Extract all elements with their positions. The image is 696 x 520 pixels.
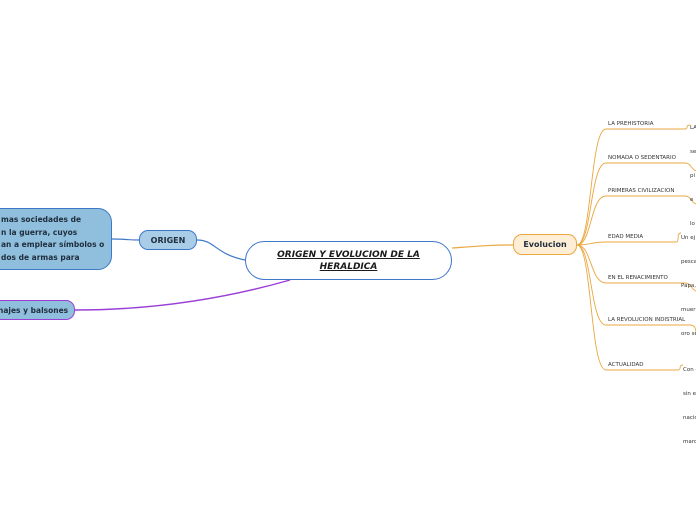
origen-label: ORIGEN xyxy=(150,235,186,245)
note-line: LA xyxy=(690,125,696,131)
link-evolucion-civilizacion xyxy=(576,195,685,246)
central-topic[interactable]: ORIGEN Y EVOLUCION DE LA HERALDICA xyxy=(245,241,452,280)
note-line: e xyxy=(690,197,694,203)
evolucion-topic[interactable]: Evolucion xyxy=(513,234,577,255)
link-evolucion-renacimiento xyxy=(576,244,685,284)
central-topic-label: ORIGEN Y EVOLUCION DE LA HERALDICA xyxy=(277,249,420,272)
personajes-label: najes y balsones xyxy=(0,305,69,315)
note-line: lo xyxy=(690,221,695,227)
subtopic-actualidad[interactable]: ACTUALIDAD xyxy=(608,362,644,368)
subtopic-renacimiento[interactable]: EN EL RENACIMIENTO xyxy=(608,275,668,281)
note-line: Papa, xyxy=(681,283,696,289)
link-note-actualidad xyxy=(677,364,684,371)
subtopic-revolucion[interactable]: LA REVOLUCION INDISTRIAL xyxy=(608,317,686,323)
note-actualidad[interactable]: Con e sin e nacio marc xyxy=(683,350,696,462)
note-line: pi xyxy=(690,173,696,179)
note-line: Un ej xyxy=(681,235,696,241)
link-central-origen xyxy=(196,239,246,261)
link-evolucion-edad-media xyxy=(576,241,676,246)
link-evolucion-prehistoria xyxy=(576,128,685,246)
note-line: sin e xyxy=(683,391,696,397)
link-tail-renacimiento xyxy=(684,282,696,292)
link-evolucion-revolucion xyxy=(576,244,690,326)
origen-detail-line: an a emplear símbolos o xyxy=(1,240,105,249)
note-line: oro se xyxy=(681,331,696,337)
evolucion-label: Evolucion xyxy=(523,240,567,249)
origen-topic[interactable]: ORIGEN xyxy=(139,230,197,250)
link-evolucion-actualidad xyxy=(576,244,678,371)
link-note-prehistoria xyxy=(684,124,691,130)
subtopic-prehistoria[interactable]: LA PREHISTORIA xyxy=(608,121,654,127)
origen-detail-line: n la guerra, cuyos xyxy=(1,227,78,237)
link-central-evolucion xyxy=(451,244,514,249)
link-origen-detail xyxy=(111,238,140,241)
subtopic-nomada[interactable]: NOMADA O SEDENTARIO xyxy=(608,155,676,161)
subtopic-edad-media[interactable]: EDAD MEDIA xyxy=(608,234,644,240)
origen-detail-topic[interactable]: mas sociedades de n la guerra, cuyos an … xyxy=(0,208,112,270)
link-evolucion-nomada xyxy=(576,162,685,246)
note-line: pesca xyxy=(681,259,696,265)
note-line: Con e xyxy=(683,367,696,373)
link-tail-nomada xyxy=(684,162,696,172)
note-edad-media[interactable]: Un ej pesca Papa, muer oro se xyxy=(681,218,696,354)
note-line: muer xyxy=(681,307,696,313)
origen-detail-text: mas sociedades de n la guerra, cuyos an … xyxy=(1,214,104,264)
note-line: se xyxy=(690,149,696,155)
note-line: nacio xyxy=(683,415,696,421)
note-prehistoria[interactable]: LA se pi e lo xyxy=(690,108,696,244)
link-note-edad-media xyxy=(675,232,682,243)
personajes-topic[interactable]: najes y balsones xyxy=(0,300,75,320)
origen-detail-line: dos de armas para xyxy=(1,252,80,262)
link-tail-civilizacion xyxy=(684,195,696,205)
origen-detail-line: mas sociedades de xyxy=(1,215,82,224)
note-line: marc xyxy=(683,439,696,445)
link-central-personajes xyxy=(74,279,291,311)
subtopic-civilizacion[interactable]: PRIMERAS CIVILIZACION xyxy=(608,188,675,194)
